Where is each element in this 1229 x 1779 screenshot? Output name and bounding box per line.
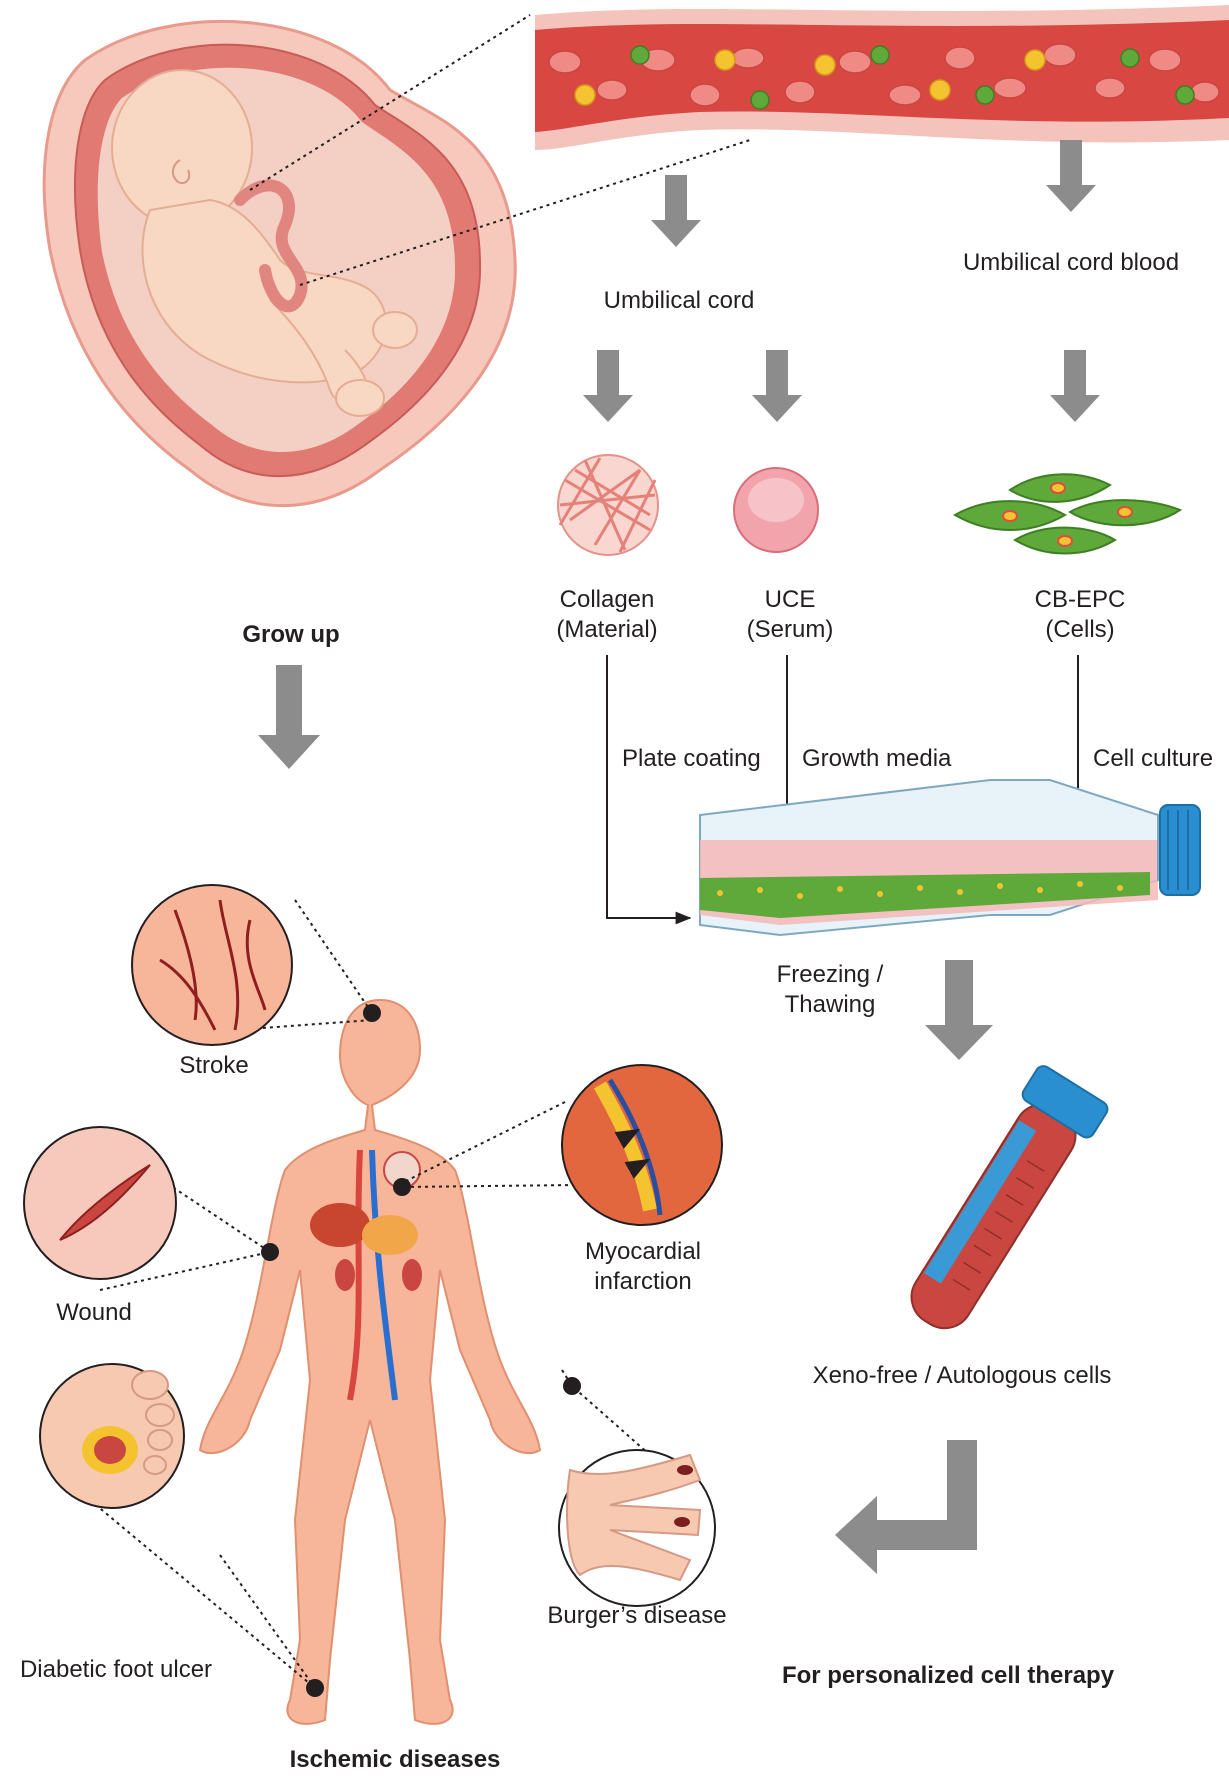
arrow-to-collagen [583,350,633,422]
diabetic-foot-ulcer-icon [40,1364,184,1508]
label-diabetic-foot-ulcer: Diabetic foot ulcer [20,1655,212,1685]
label-personalized-cell-therapy: For personalized cell therapy [782,1661,1114,1691]
arrow-to-cord-blood [1046,140,1096,212]
collagen-icon [558,455,658,555]
arrow-return-to-patient [835,1440,977,1574]
arrow-to-umbilical-cord [651,175,701,247]
arrow-grow-up [258,665,320,769]
label-xeno-free-autologous: Xeno-free / Autologous cells [813,1361,1112,1391]
stroke-brain-vessels-icon [132,885,292,1045]
label-collagen-material: (Material) [556,615,657,645]
uce-serum-icon [734,468,818,552]
label-grow-up: Grow up [242,620,339,650]
label-infarction: infarction [594,1267,691,1297]
label-umbilical-cord: Umbilical cord [604,286,755,316]
umbilical-vessel-illustration [535,5,1229,150]
label-cbepc: CB-EPC [1035,585,1126,615]
culture-flask-illustration [700,780,1200,935]
label-umbilical-cord-blood: Umbilical cord blood [963,248,1179,278]
label-collagen: Collagen [560,585,655,615]
fetus-in-uterus-illustration [44,21,515,505]
cryo-tube-illustration [892,1063,1110,1344]
human-body-illustration [200,1000,540,1724]
label-thawing: Thawing [785,990,876,1020]
arrow-to-cbepc [1050,350,1100,422]
label-stroke: Stroke [179,1051,248,1081]
label-plate-coating: Plate coating [622,744,761,774]
label-myocardial: Myocardial [585,1237,701,1267]
burgers-disease-hand-icon [559,1450,715,1606]
label-ischemic-diseases: Ischemic diseases [290,1745,501,1775]
wound-icon [24,1127,176,1279]
label-cell-culture: Cell culture [1093,744,1213,774]
arrow-to-uce [752,350,802,422]
arrow-to-tube [925,960,993,1060]
label-uce: UCE [765,585,816,615]
label-cbepc-cells: (Cells) [1045,615,1114,645]
label-growth-media: Growth media [802,744,951,774]
cbepc-cells-icon [955,474,1180,553]
label-freezing: Freezing / [777,960,884,990]
label-uce-serum: (Serum) [747,615,834,645]
label-wound: Wound [56,1298,132,1328]
myocardial-infarction-icon [562,1065,722,1225]
label-burgers-disease: Burger’s disease [547,1601,726,1631]
